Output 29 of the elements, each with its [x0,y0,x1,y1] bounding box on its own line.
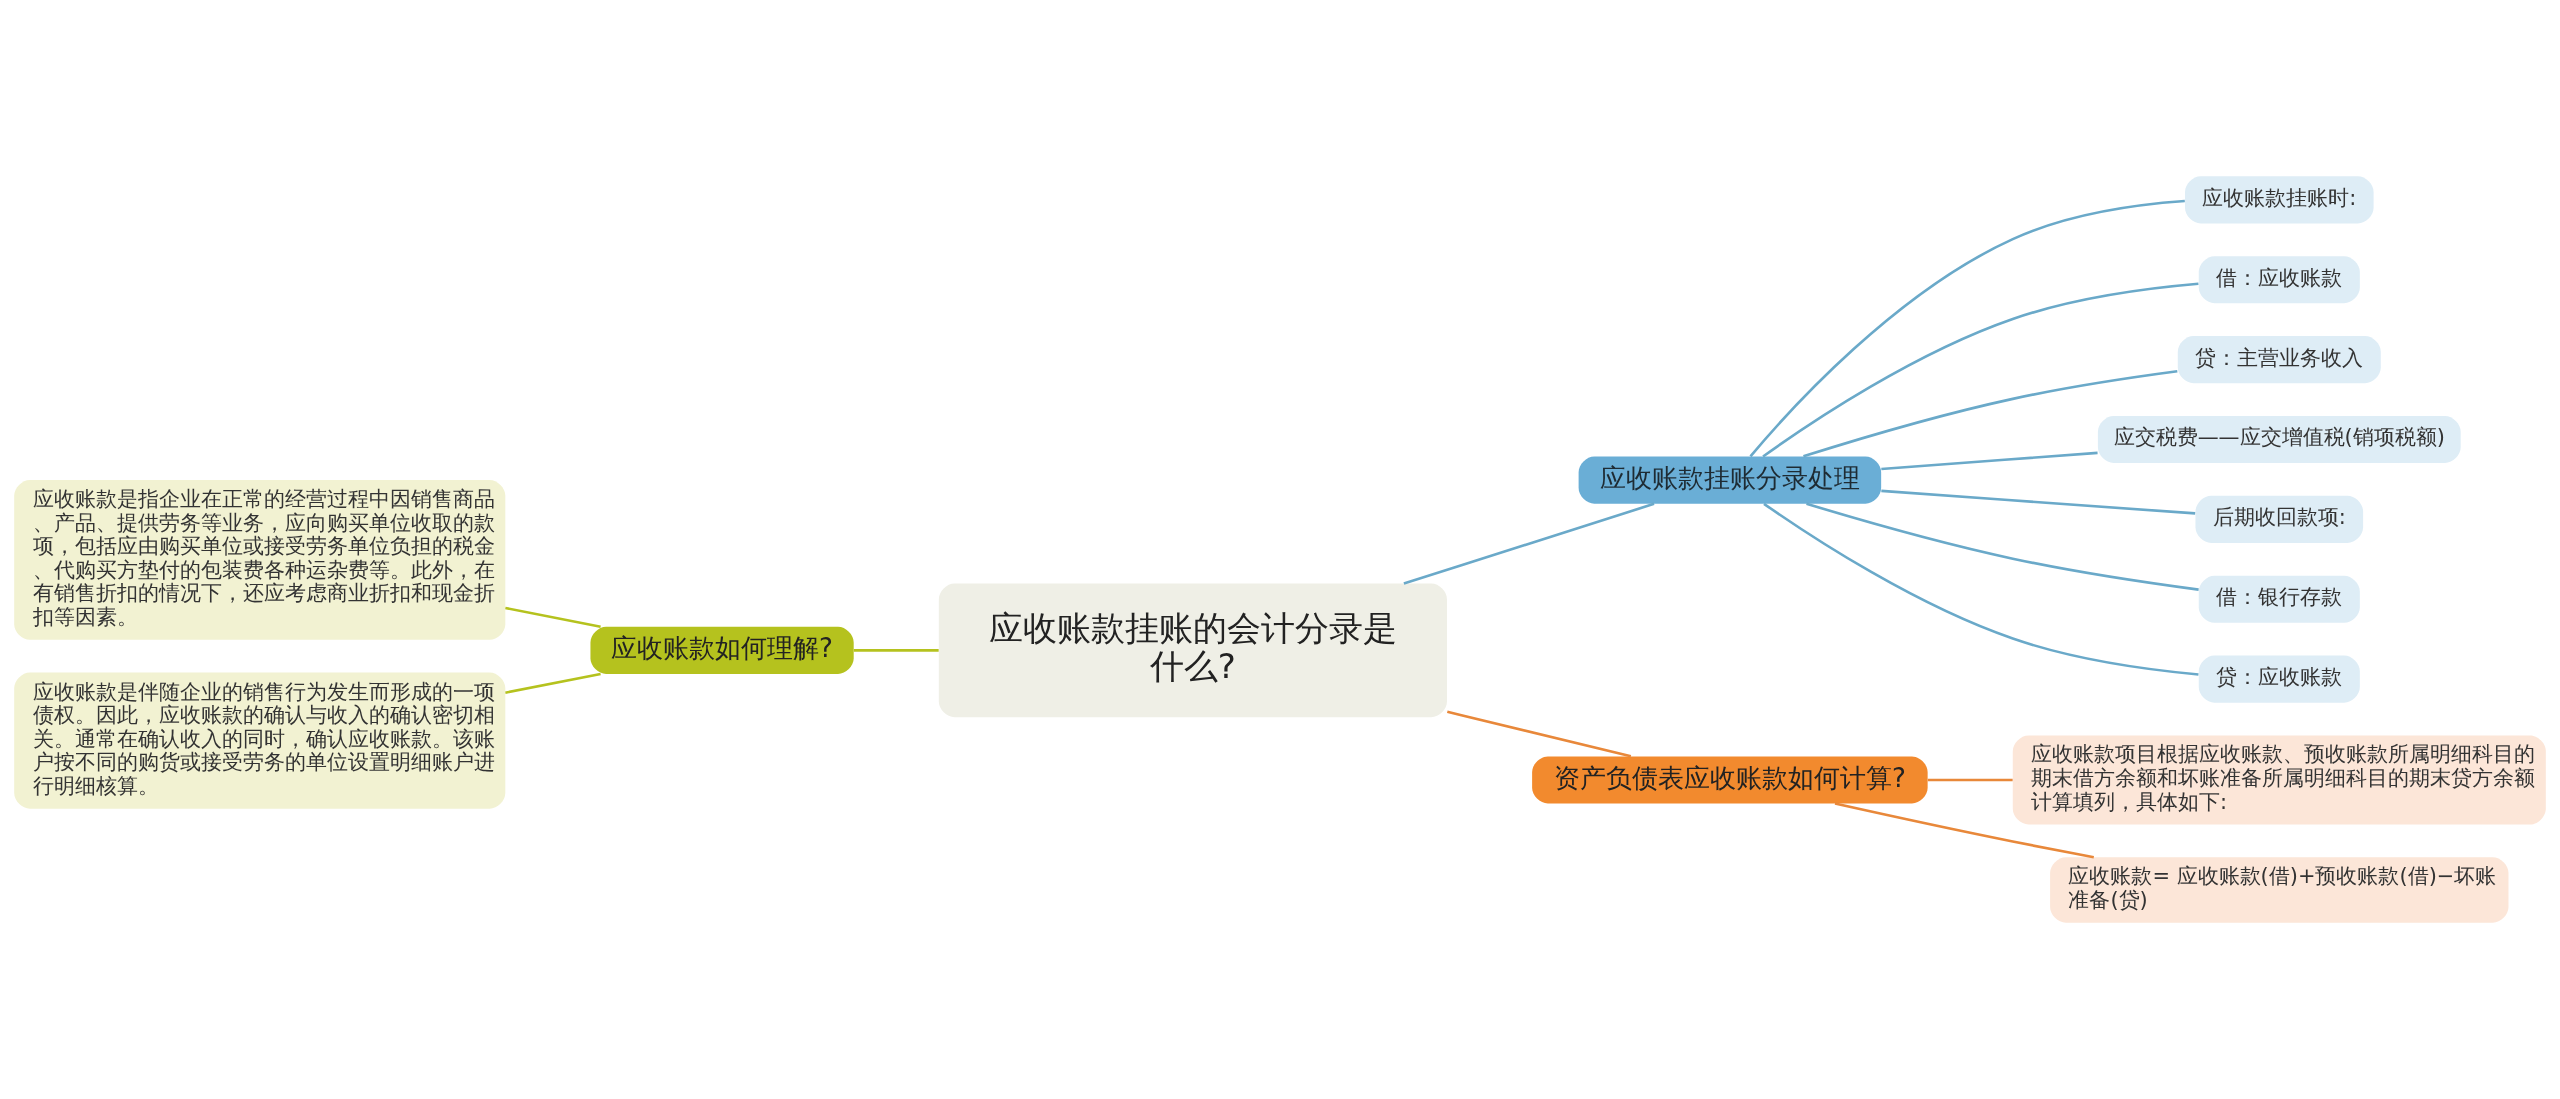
node-box: 应收账款= 应收账款(借)+预收账款(借)−坏账准备(贷) [2050,857,2509,923]
node-box: 应收账款是伴随企业的销售行为发生而形成的一项债权。因此，应收账款的确认与收入的确认密切相关。通常在确认收入的同时，确认应收账款。该账户按不同的购货或接受劳务的单位设置明细账户进行明细核算。 [14,672,506,809]
connector [1763,502,2199,676]
node-box: 应收账款挂账的会计分录是什么? [938,583,1447,718]
node-box: 借：银行存款 [2198,575,2360,623]
connector [1806,502,2199,591]
node-box: 后期收回款项: [2195,495,2364,543]
connector [1403,502,1655,585]
connector [1762,282,2199,458]
node-box: 应收账款挂账分录处理 [1578,456,1882,504]
node-box: 资产负债表应收账款如何计算? [1532,756,1928,804]
connector [1749,199,2185,458]
connector [1803,370,2178,458]
connector [1881,451,2098,471]
node-box: 贷：主营业务收入 [2177,336,2381,384]
connector [853,649,939,652]
node-box: 借：应收账款 [2198,256,2360,304]
connector [505,672,601,694]
connector [1834,802,2094,859]
connector [1881,489,2196,515]
connector [1927,778,2013,782]
connector [505,606,601,628]
node-box: 应交税费——应交增值税(销项税额) [2097,415,2461,464]
node-box: 应收账款项目根据应收账款、预收账款所属明细科目的期末借方余额和坏账准备所属明细科目的期末贷方余额计算填列，具体如下: [2012,735,2546,825]
connector [1447,710,1632,758]
node-box: 贷：应收账款 [2198,655,2360,703]
node-box: 应收账款挂账时: [2185,176,2374,224]
node-box: 应收账款是指企业在正常的经营过程中因销售商品、产品、提供劳务等业务，应向购买单位收取的款项，包括应由购买单位或接受劳务单位负担的税金、代购买方垫付的包装费各种运杂费等。此外，在有销售折扣的情况下，还应考虑商业折扣和现金折扣等因素。 [14,480,506,640]
node-box: 应收账款如何理解? [590,626,854,674]
